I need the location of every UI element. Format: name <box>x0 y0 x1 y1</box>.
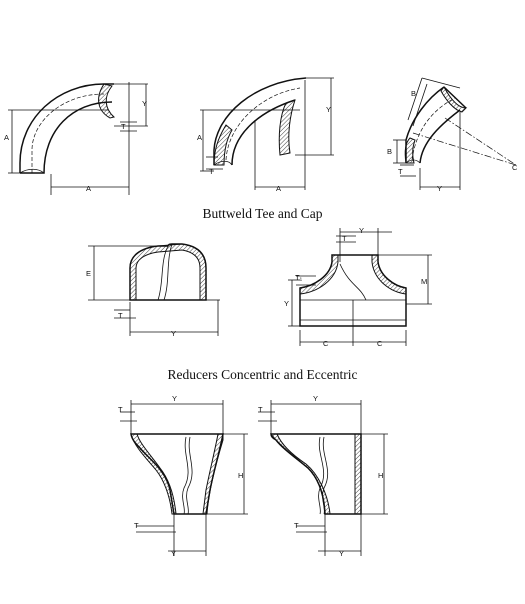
tee-dim-c-right: C <box>377 339 383 348</box>
tee-dim-m: M <box>421 277 427 286</box>
eccentric-dim-y-top: Y <box>313 394 318 403</box>
reducer-section-title: Reducers Concentric and Eccentric <box>167 367 358 382</box>
elbow-short-dim-a-vertical: A <box>197 133 202 142</box>
tee-drawing <box>288 228 432 346</box>
cap-drawing <box>88 243 220 336</box>
concentric-dim-t-bottom: T <box>134 521 139 530</box>
elbow-45-dim-b-upper: B <box>411 89 416 98</box>
elbow-short-dim-y: Y <box>326 105 331 114</box>
tee-dim-y-left: Y <box>284 299 289 308</box>
elbow-90-dim-a-horizontal: A <box>86 184 91 193</box>
cap-dim-y: Y <box>171 329 176 338</box>
cap-dim-e: E <box>86 269 91 278</box>
elbow-45-drawing <box>393 77 517 190</box>
eccentric-dim-t-top: T <box>258 405 263 414</box>
elbow-short-dim-t: T <box>209 167 214 176</box>
elbow-short-dim-a-horizontal: A <box>276 184 281 193</box>
concentric-dim-h: H <box>238 471 243 480</box>
eccentric-dim-t-bottom: T <box>294 521 299 530</box>
elbow-90-dim-a-vertical: A <box>4 133 9 142</box>
cap-dim-t: T <box>118 311 123 320</box>
elbow-45-dim-y: Y <box>437 184 442 193</box>
concentric-dim-t-top: T <box>118 405 123 414</box>
concentric-dim-y-top: Y <box>172 394 177 403</box>
concentric-reducer-drawing <box>120 400 248 556</box>
elbow-90-dim-t: T <box>121 122 126 131</box>
eccentric-dim-h: H <box>378 471 383 480</box>
tee-dim-c-left: C <box>323 339 329 348</box>
elbow-90-dim-y: Y <box>142 99 147 108</box>
concentric-dim-y-bottom: Y <box>171 549 176 558</box>
elbow-45-dim-b-lower: B <box>387 147 392 156</box>
elbow-90-drawing <box>8 82 148 195</box>
tee-dim-t: T <box>342 234 347 243</box>
tee-dim-y-top: Y <box>359 226 364 235</box>
eccentric-dim-y-bottom: Y <box>339 549 344 558</box>
eccentric-reducer-drawing <box>258 400 388 556</box>
tee-cap-section-title: Buttweld Tee and Cap <box>202 206 323 221</box>
elbow-45-dim-c: C <box>512 163 518 172</box>
tee-dim-t1: T₁ <box>295 273 303 282</box>
elbow-90-short-drawing <box>200 77 334 190</box>
elbow-45-dim-t: T <box>398 167 403 176</box>
